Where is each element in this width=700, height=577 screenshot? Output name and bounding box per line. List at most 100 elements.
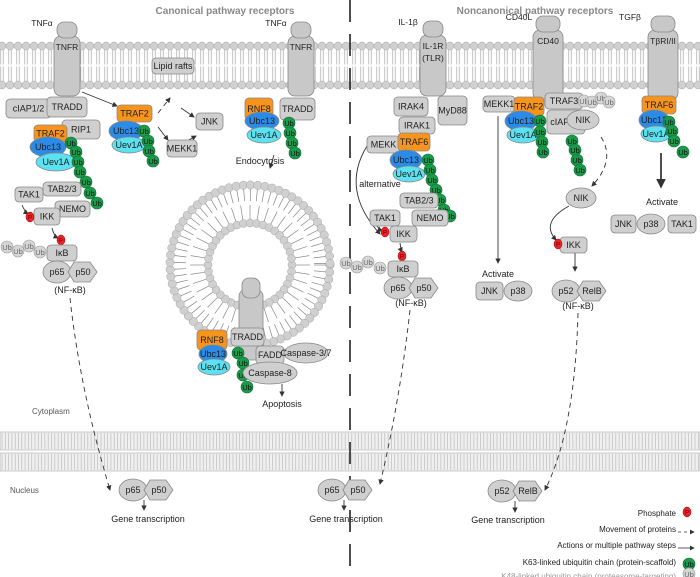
- ciap-box-2-label: cIAP1/2: [550, 117, 582, 127]
- irak1-box: IRAK1: [398, 116, 436, 135]
- k63-ubiquitin: Ub: [533, 114, 547, 128]
- irak4-box-label: IRAK4: [398, 102, 424, 112]
- k63-ubiquitin: Ub: [425, 173, 439, 187]
- ligand-label: TNFα: [265, 18, 287, 28]
- k48-ubiquitin: Ub: [11, 244, 25, 258]
- p-label: P: [59, 239, 63, 245]
- ikb-2: IκB: [387, 260, 419, 278]
- phosphate-icon: P: [56, 234, 66, 246]
- uev1a-5: Uev1A: [392, 165, 426, 183]
- uev1a-3-label: Uev1A: [250, 130, 277, 140]
- ub-label: Ub: [425, 166, 435, 175]
- p-label: P: [28, 216, 32, 222]
- traf3-box-label: TRAF3: [550, 96, 579, 106]
- ub-label: Ub: [144, 147, 154, 156]
- k48-ubiquitin: Ub: [33, 245, 47, 259]
- phosphate-icon: P: [397, 250, 407, 262]
- ikb-2-label: IκB: [396, 264, 409, 274]
- ikk-2: IKK: [389, 225, 418, 243]
- ub-label: Ub: [538, 148, 548, 157]
- ubc13-2-label: Ubc13: [113, 126, 139, 136]
- caspase37-ellipse-label: Caspase-3/7: [280, 348, 331, 358]
- ub-label: Ub: [363, 258, 373, 267]
- legend-item-dashed-arrow: Movement of proteins: [599, 525, 676, 534]
- tab23-1: TAB2/3: [42, 181, 82, 197]
- ub-label: Ub: [427, 176, 437, 185]
- k63-ubiquitin: Ub: [573, 163, 587, 177]
- ub-label: Ub: [678, 148, 688, 157]
- traf2-3-label: TRAF2: [515, 102, 544, 112]
- tab23-2: TAB2/3: [399, 192, 439, 209]
- ub-label: Ub: [66, 139, 76, 148]
- ligand-label: IL-1β: [398, 17, 418, 27]
- p-label: P: [383, 231, 387, 237]
- endocytosis-arrow: [268, 154, 275, 169]
- traf6-1-label: TRAF6: [400, 137, 429, 147]
- uev1a-2: Uev1A: [111, 136, 147, 154]
- nik-1: NIK: [566, 109, 600, 131]
- ub-label: Ub: [73, 158, 83, 167]
- subunit-2: p50: [350, 485, 365, 495]
- subunit-1: p65: [49, 267, 64, 277]
- traf2-to-lipid: [157, 97, 171, 114]
- ligand-label: CD40L: [506, 12, 533, 22]
- phosphate-icon: P: [380, 226, 390, 238]
- legend-item-k63-ub: K63-linked ubiquitin chain (protein-scaf…: [523, 558, 677, 567]
- jnk-box-2: JNK: [475, 281, 504, 301]
- ub-label: Ub: [572, 156, 582, 165]
- ikk-to-ikb: [51, 227, 59, 239]
- nfkb-label-1: (NF-κB): [54, 285, 86, 295]
- irak4-box: IRAK4: [393, 96, 429, 117]
- jnk-box-2-label: JNK: [481, 286, 498, 296]
- subunit-2: RelB: [518, 486, 538, 496]
- k63-ubiquitin: Ub: [79, 175, 93, 189]
- tak1-2-label: TAK1: [374, 213, 396, 223]
- ub-label: Ub: [85, 189, 95, 198]
- ubc13-4-label: Ubc13: [200, 349, 226, 359]
- tak1-to-ikk: [21, 204, 29, 215]
- ub-label: Ub: [287, 139, 297, 148]
- caspase8-ellipse-label: Caspase-8: [248, 368, 292, 378]
- tnfr-receptor-1-label: TNFR: [56, 42, 79, 52]
- ikk-1-label: IKK: [40, 212, 55, 222]
- subunit-1: p65: [324, 485, 339, 495]
- noncanonical-header: Noncanonical pathway receptors: [457, 6, 614, 17]
- uev1a-3: Uev1A: [246, 126, 282, 144]
- caspase8-ellipse: Caspase-8: [242, 361, 298, 385]
- k63-ubiquitin: Ub: [90, 196, 104, 210]
- ubc13-7-label: Ubc13: [641, 115, 667, 125]
- phosphate-icon: P: [682, 506, 692, 518]
- tbri-receptor-label: TβRI/II: [650, 36, 676, 46]
- ub-label: Ub: [667, 127, 677, 136]
- tab23-1-label: TAB2/3: [47, 184, 76, 194]
- ikk-3-label: IKK: [566, 240, 581, 250]
- ub-label: Ub: [233, 349, 243, 358]
- traf2-2-label: TRAF2: [120, 109, 149, 119]
- ub-label: Ub: [35, 248, 45, 257]
- rnf8-1-label: RNF8: [247, 104, 271, 114]
- k63-ubiquitin: Ub: [64, 136, 78, 150]
- jnk-box-1: JNK: [195, 112, 224, 131]
- subunit-2: p50: [75, 267, 90, 277]
- uev1a-1-label: Uev1A: [42, 157, 69, 167]
- p38-2-label: p38: [643, 219, 658, 229]
- tak1-3: TAK1: [667, 214, 697, 234]
- endocytosis-label: Endocytosis: [236, 156, 285, 166]
- endosome-vesicle: [165, 180, 335, 350]
- cd40-receptor: CD40: [532, 15, 564, 101]
- ub-label: Ub: [24, 242, 34, 251]
- nemo-1-label: NEMO: [59, 204, 86, 214]
- nik-movement-arrow: [591, 136, 608, 187]
- tradd-box-1: TRADD: [46, 96, 88, 118]
- subunit-1: p65: [125, 485, 140, 495]
- jnk-box-3-label: JNK: [615, 219, 632, 229]
- nik-2-label: NIK: [573, 193, 588, 203]
- traf6-1: TRAF6: [397, 132, 431, 152]
- jnk-box-3: JNK: [610, 214, 637, 234]
- tradd-to-traf2: [81, 91, 118, 107]
- tradd-box-2-label: TRADD: [282, 104, 313, 114]
- k63-ubiquitin: Ub: [667, 134, 681, 148]
